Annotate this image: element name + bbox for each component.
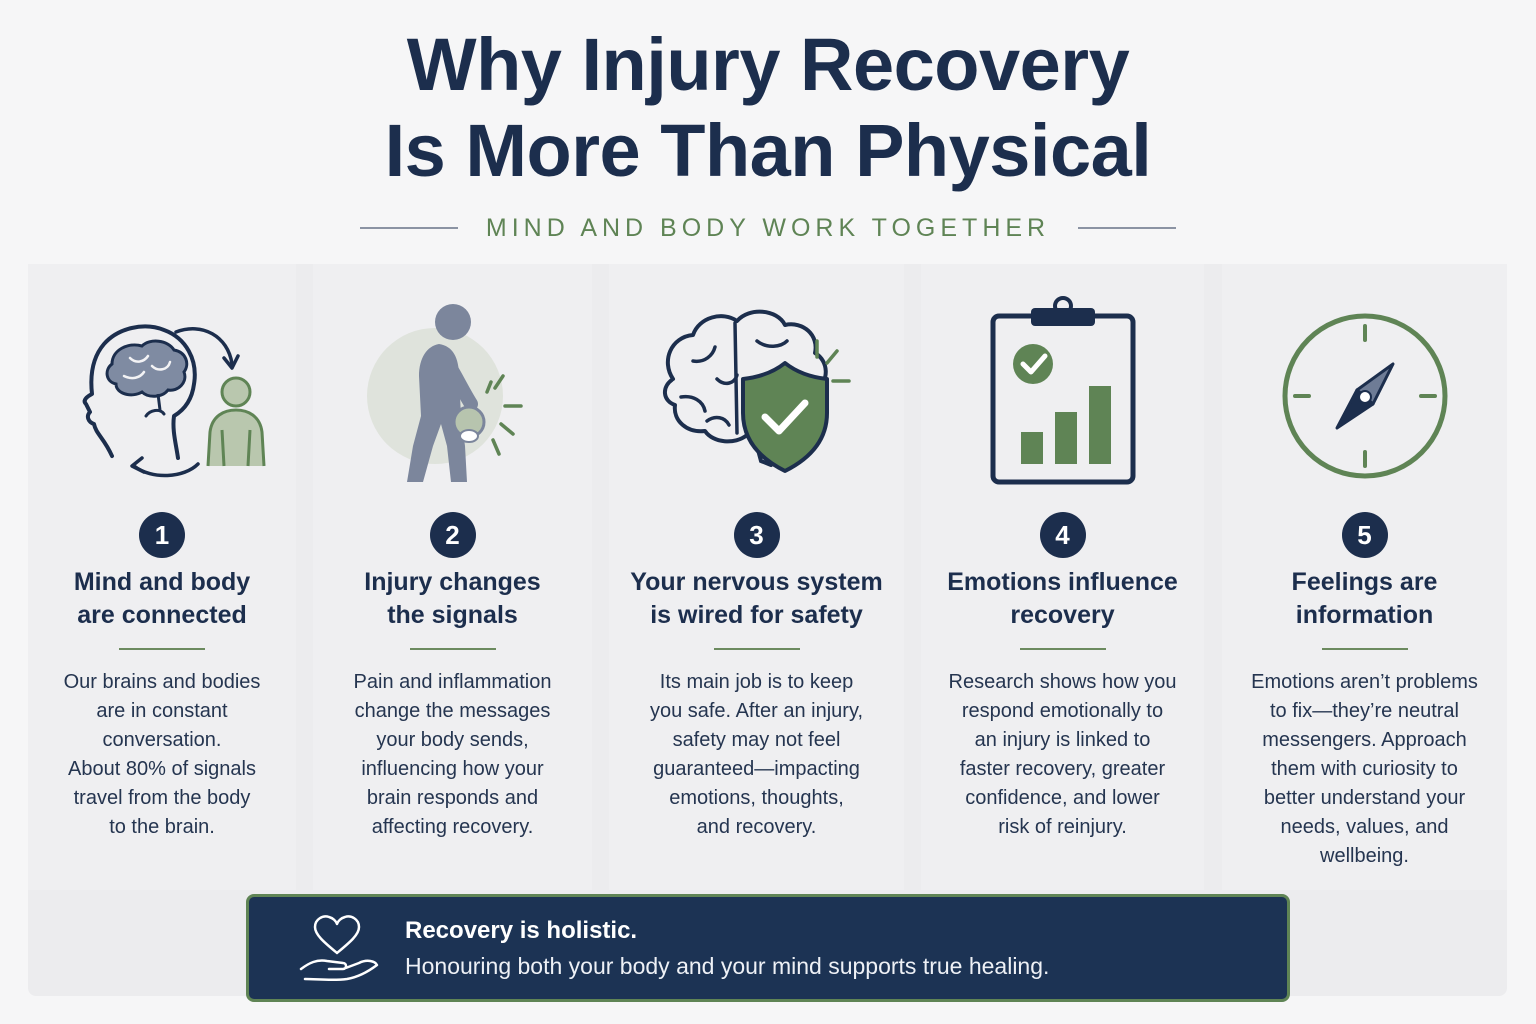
compass-icon: [1282, 313, 1447, 479]
card-body: Research shows how you respond emotional…: [921, 668, 1204, 842]
card-number-badge: 3: [733, 512, 780, 558]
card-number-badge: 5: [1341, 512, 1388, 558]
card-title-line: information: [1295, 601, 1434, 629]
card-title: Your nervous system is wired for safety: [609, 566, 904, 632]
card-body-line: affecting recovery.: [371, 816, 534, 838]
card-body-line: you safe. After an injury,: [649, 700, 864, 722]
card-body: Our brains and bodies are in constant co…: [28, 668, 296, 842]
page-title: Why Injury Recovery Is More Than Physica…: [0, 22, 1536, 194]
card-body: Its main job is to keep you safe. After …: [609, 668, 904, 842]
subtitle-rule-right: [1078, 227, 1177, 229]
card-title-line: Emotions influence: [947, 568, 1178, 596]
card-body-line: and recovery.: [696, 816, 817, 838]
card-body-line: brain responds and: [366, 787, 539, 809]
card-title-line: Injury changes: [364, 568, 541, 596]
card-title-line: is wired for safety: [650, 601, 863, 629]
card-number-badge: 4: [1039, 512, 1086, 558]
card-body-line: confidence, and lower: [965, 787, 1160, 809]
head-brain-body-cycle-icon: [82, 324, 266, 478]
card-body: Emotions aren’t problems to fix—they’re …: [1222, 668, 1507, 871]
card-5: 5 Feelings are information Emotions aren…: [1222, 264, 1507, 890]
card-body-line: to fix—they’re neutral: [1270, 700, 1459, 722]
card-body-line: respond emotionally to: [961, 700, 1164, 722]
card-body-line: better understand your: [1263, 787, 1466, 809]
card-body-line: conversation.: [102, 729, 222, 751]
title-line-2: Is More Than Physical: [384, 109, 1152, 192]
card-number-badge: 2: [429, 512, 476, 558]
card-title-line: Your nervous system: [630, 568, 883, 596]
card-title: Feelings are information: [1222, 566, 1507, 632]
subtitle: MIND AND BODY WORK TOGETHER: [485, 213, 1051, 242]
card-body-line: them with curiosity to: [1271, 758, 1458, 780]
card-3: 3 Your nervous system is wired for safet…: [609, 264, 904, 890]
card-divider: [119, 648, 205, 650]
card-body-line: guaranteed—impacting: [653, 758, 860, 780]
banner-title: Recovery is holistic.: [405, 917, 638, 944]
summary-banner: Recovery is holistic. Honouring both you…: [246, 894, 1290, 1002]
card-body-line: Our brains and bodies: [63, 671, 261, 693]
card-body-line: change the messages: [354, 700, 551, 722]
card-2: 2 Injury changes the signals Pain and in…: [313, 264, 592, 890]
card-body-line: needs, values, and: [1280, 816, 1449, 838]
title-line-1: Why Injury Recovery: [406, 23, 1130, 106]
card-body-line: Pain and inflammation: [353, 671, 552, 693]
card-title: Emotions influence recovery: [921, 566, 1204, 632]
card-title: Injury changes the signals: [313, 566, 592, 632]
card-body-line: Emotions aren’t problems: [1251, 671, 1478, 693]
card-body-line: wellbeing.: [1320, 845, 1409, 867]
card-body-line: travel from the body: [73, 787, 251, 809]
card-body-line: are in constant: [96, 700, 228, 722]
card-body-line: About 80% of signals: [68, 758, 256, 780]
card-title-line: Mind and body: [73, 568, 251, 596]
card-body-line: emotions, thoughts,: [669, 787, 844, 809]
card-title: Mind and body are connected: [28, 566, 296, 632]
card-1: 1 Mind and body are connected Our brains…: [28, 264, 296, 890]
card-body-line: risk of reinjury.: [998, 816, 1127, 838]
subtitle-row: MIND AND BODY WORK TOGETHER: [0, 208, 1536, 248]
card-number-badge: 1: [139, 512, 185, 558]
knee-pain-person-icon: [366, 304, 523, 482]
card-body-line: to the brain.: [109, 816, 215, 838]
card-body-line: an injury is linked to: [974, 729, 1151, 751]
card-body: Pain and inflammation change the message…: [313, 668, 592, 842]
banner-text: Honouring both your body and your mind s…: [405, 953, 1050, 979]
card-body-line: Research shows how you: [948, 671, 1177, 693]
card-title-line: recovery: [1010, 601, 1115, 629]
card-body-line: your body sends,: [376, 729, 529, 751]
card-body-line: messengers. Approach: [1262, 729, 1467, 751]
card-divider: [1019, 648, 1106, 650]
card-title-line: the signals: [387, 601, 518, 629]
brain-shield-icon: [662, 309, 851, 473]
card-divider: [713, 648, 800, 650]
card-divider: [1321, 648, 1408, 650]
card-body-line: Its main job is to keep: [659, 671, 854, 693]
card-body-line: faster recovery, greater: [959, 758, 1166, 780]
card-title-line: Feelings are: [1291, 568, 1438, 596]
subtitle-rule-left: [359, 227, 458, 229]
card-title-line: are connected: [77, 601, 247, 629]
card-body-line: influencing how your: [361, 758, 544, 780]
card-divider: [409, 648, 496, 650]
card-4: 4 Emotions influence recovery Research s…: [921, 264, 1204, 890]
card-body-line: safety may not feel: [672, 729, 841, 751]
clipboard-chart-icon: [990, 296, 1135, 485]
heart-in-hand-icon: [299, 915, 379, 982]
